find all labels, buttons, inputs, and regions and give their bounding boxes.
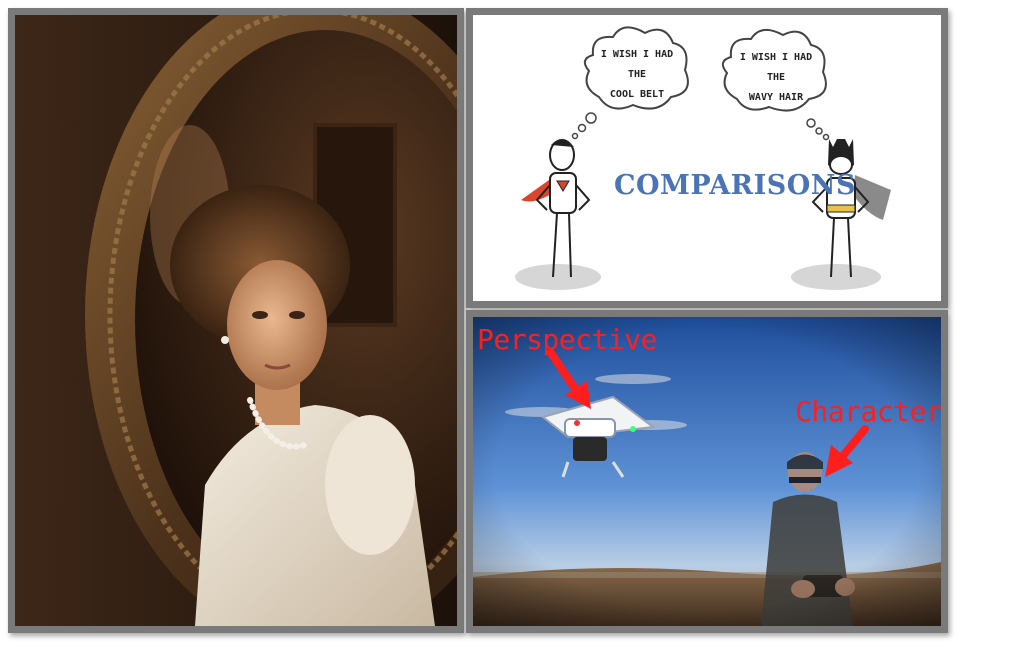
comparisons-panel: I WISH I HAD THE COOL BELT I WISH I HAD … xyxy=(466,8,948,308)
drone-photo: Perspective Character xyxy=(473,317,941,626)
comparisons-title: COMPARISONS xyxy=(614,170,856,201)
arrow-to-person-icon xyxy=(825,425,869,477)
perspective-label: Perspective xyxy=(477,323,657,356)
arrow-to-drone-icon xyxy=(547,349,591,409)
comparisons-illustration: I WISH I HAD THE COOL BELT I WISH I HAD … xyxy=(473,15,941,301)
thought-cloud-left xyxy=(583,26,689,110)
superman-figure xyxy=(521,139,591,278)
character-label: Character xyxy=(795,395,941,428)
drone-photo-panel: Perspective Character xyxy=(466,310,948,633)
thought-cloud-right xyxy=(721,28,827,112)
batman-figure xyxy=(811,139,891,278)
mirror-photo-panel xyxy=(8,8,464,633)
mirror-photo xyxy=(15,15,457,626)
thought-text-left: I WISH I HAD THE COOL BELT xyxy=(600,49,674,100)
thought-text-right: I WISH I HAD THE WAVY HAIR xyxy=(739,52,813,103)
